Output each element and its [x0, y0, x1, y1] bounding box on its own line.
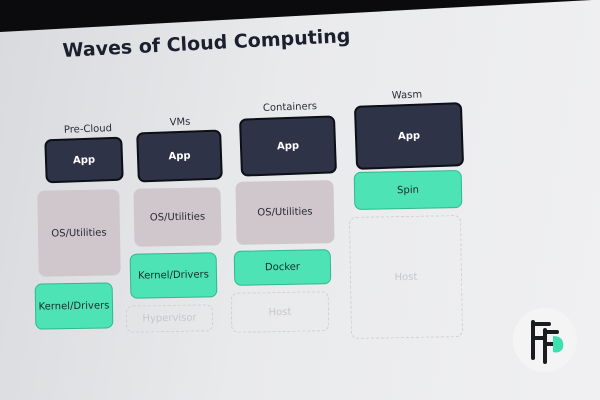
- vms-os-layer: OS/Utilities: [133, 187, 222, 247]
- pre-cloud-app-layer: App: [44, 136, 124, 184]
- containers-app-layer: App: [239, 115, 337, 177]
- wasm-app-layer: App: [353, 102, 465, 170]
- vms-hypervisor-layer: Hypervisor: [125, 304, 214, 333]
- vms-kernel-layer: Kernel/Drivers: [129, 252, 218, 299]
- containers-host-layer: Host: [230, 291, 330, 333]
- pre-cloud-os-layer: OS/Utilities: [37, 189, 121, 277]
- fermyon-logo-icon: [513, 308, 577, 372]
- containers-os-layer: OS/Utilities: [235, 180, 335, 245]
- vms-app-layer: App: [136, 129, 223, 183]
- wasm-spin-layer: Spin: [353, 170, 463, 210]
- column-label-wasm: Wasm: [391, 89, 423, 102]
- column-label-pre-cloud: Pre-Cloud: [63, 123, 113, 136]
- slide-title: Waves of Cloud Computing: [62, 24, 351, 62]
- column-label-vms: VMs: [169, 116, 191, 129]
- column-label-containers: Containers: [262, 101, 318, 114]
- containers-docker-layer: Docker: [233, 249, 332, 286]
- wasm-host-layer: Host: [348, 215, 464, 339]
- pre-cloud-kernel-layer: Kernel/Drivers: [34, 282, 114, 330]
